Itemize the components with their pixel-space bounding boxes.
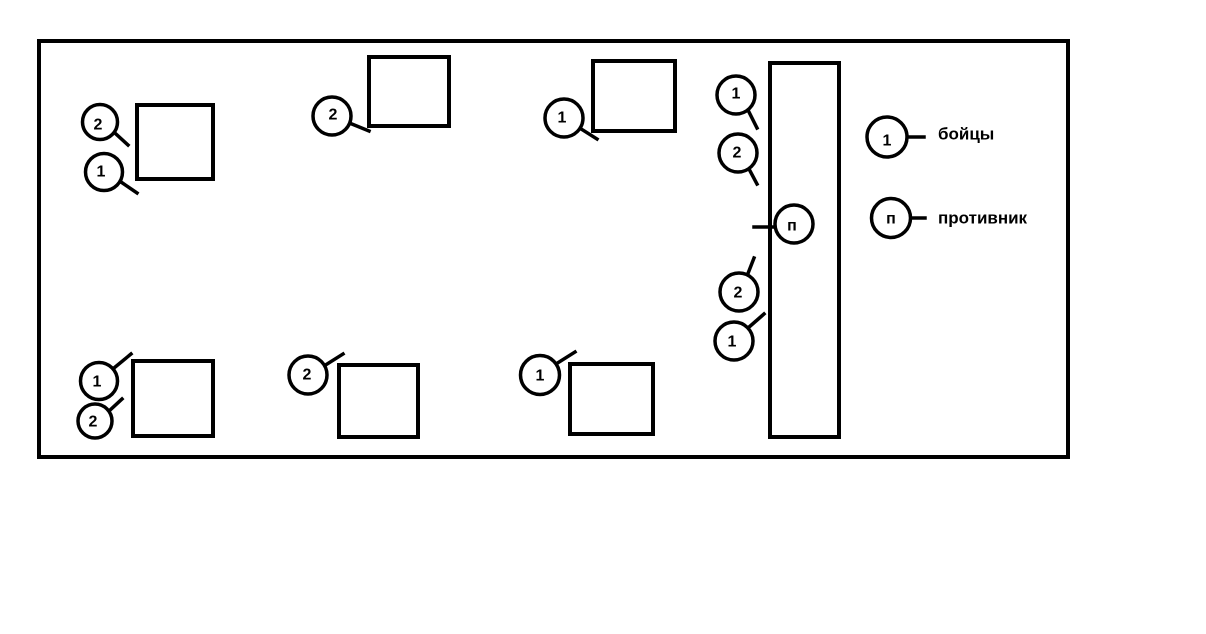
fighter-token-1-lower-left: 1 <box>78 351 134 402</box>
legend-enemy-label: противник <box>938 209 1028 228</box>
legend-fighters-label: бойцы <box>938 125 994 144</box>
fighter-token-2-upper-left: 2 <box>80 102 131 148</box>
cover-block-upper-right <box>591 59 677 133</box>
fighter-token-1-upper-left: 1 <box>83 151 140 196</box>
svg-text:2: 2 <box>733 145 742 162</box>
svg-text:2: 2 <box>734 285 743 302</box>
svg-text:2: 2 <box>94 117 103 134</box>
cover-block-upper-left <box>135 103 215 181</box>
svg-text:2: 2 <box>329 107 338 124</box>
legend-enemy-symbol: п <box>869 196 927 240</box>
fighter-token-2-wall-upper: 2 <box>717 132 760 187</box>
fighter-token-1-upper-right: 1 <box>543 97 600 142</box>
enemy-token: п <box>752 203 815 245</box>
legend-fighter-symbol: 1 <box>865 115 926 159</box>
svg-text:1: 1 <box>728 334 737 351</box>
cover-block-lower-mid <box>337 363 420 439</box>
svg-text:п: п <box>787 218 797 235</box>
svg-text:1: 1 <box>558 110 567 127</box>
svg-text:п: п <box>886 211 896 228</box>
legend: 1 бойцы п противник <box>865 115 1028 240</box>
svg-text:1: 1 <box>93 374 102 391</box>
fighter-token-1-wall-lower: 1 <box>713 311 767 362</box>
svg-text:2: 2 <box>89 414 98 431</box>
svg-text:1: 1 <box>883 133 892 150</box>
cover-block-lower-right <box>568 362 655 436</box>
fighter-token-2-lower-mid: 2 <box>287 351 346 396</box>
svg-text:1: 1 <box>732 86 741 103</box>
room-outline <box>37 39 1070 459</box>
fighter-token-1-wall-upper: 1 <box>715 74 760 131</box>
svg-text:2: 2 <box>303 367 312 384</box>
corridor-wall <box>768 61 841 439</box>
svg-text:1: 1 <box>536 368 545 385</box>
svg-text:1: 1 <box>97 164 106 181</box>
fighter-token-2-upper-mid: 2 <box>311 95 372 137</box>
cover-block-lower-left <box>131 359 215 438</box>
fighter-token-2-wall-lower: 2 <box>718 255 760 313</box>
cover-block-upper-mid <box>367 55 451 128</box>
fighter-token-1-lower-right: 1 <box>518 349 578 397</box>
fighter-token-2-lower-left: 2 <box>76 396 125 440</box>
